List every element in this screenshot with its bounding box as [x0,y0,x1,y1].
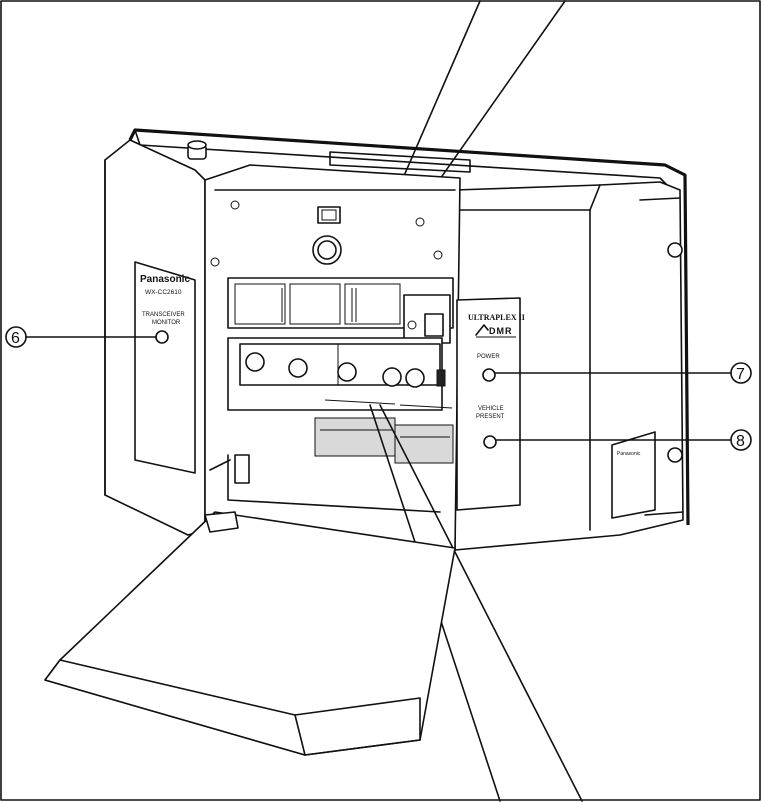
product-name: ULTRAPLEX II [468,313,525,322]
logo-swoosh [475,324,489,336]
callout-8: 8 [495,429,752,451]
left-panel-label-2: MONITOR [152,320,181,326]
rack-cards [234,283,401,325]
adjustment-knobs [245,352,425,388]
terminal-block [314,399,454,464]
vehicle-label-2: PRESENT [476,414,505,420]
logo-text: DMR [489,326,513,336]
callout-6-number: 6 [11,330,20,347]
right-label-panel: ULTRAPLEX II DMR POWER VEHICLE PRESENT [456,297,525,511]
side-nameplate: Panasonic [611,431,656,519]
power-led [482,368,496,382]
vehicle-label-1: VEHICLE [478,406,504,412]
transceiver-monitor-led [155,330,169,344]
callout-7-number: 7 [736,366,745,383]
vehicle-present-led [483,435,497,449]
callout-8-number: 8 [736,433,745,450]
callout-7: 7 [494,362,752,384]
left-panel-label-1: TRANSCEIVER [142,312,185,318]
left-panel-model: WX-CC2610 [145,289,182,296]
left-label-panel: Panasonic WX-CC2610 TRANSCEIVER MONITOR [134,261,196,474]
callout-6: 6 [5,326,157,348]
power-label: POWER [477,354,500,360]
side-plate-brand: Panasonic [617,451,641,457]
left-panel-brand: Panasonic [140,274,190,285]
inner-compartment [204,164,461,551]
fold-down-door [44,511,456,756]
